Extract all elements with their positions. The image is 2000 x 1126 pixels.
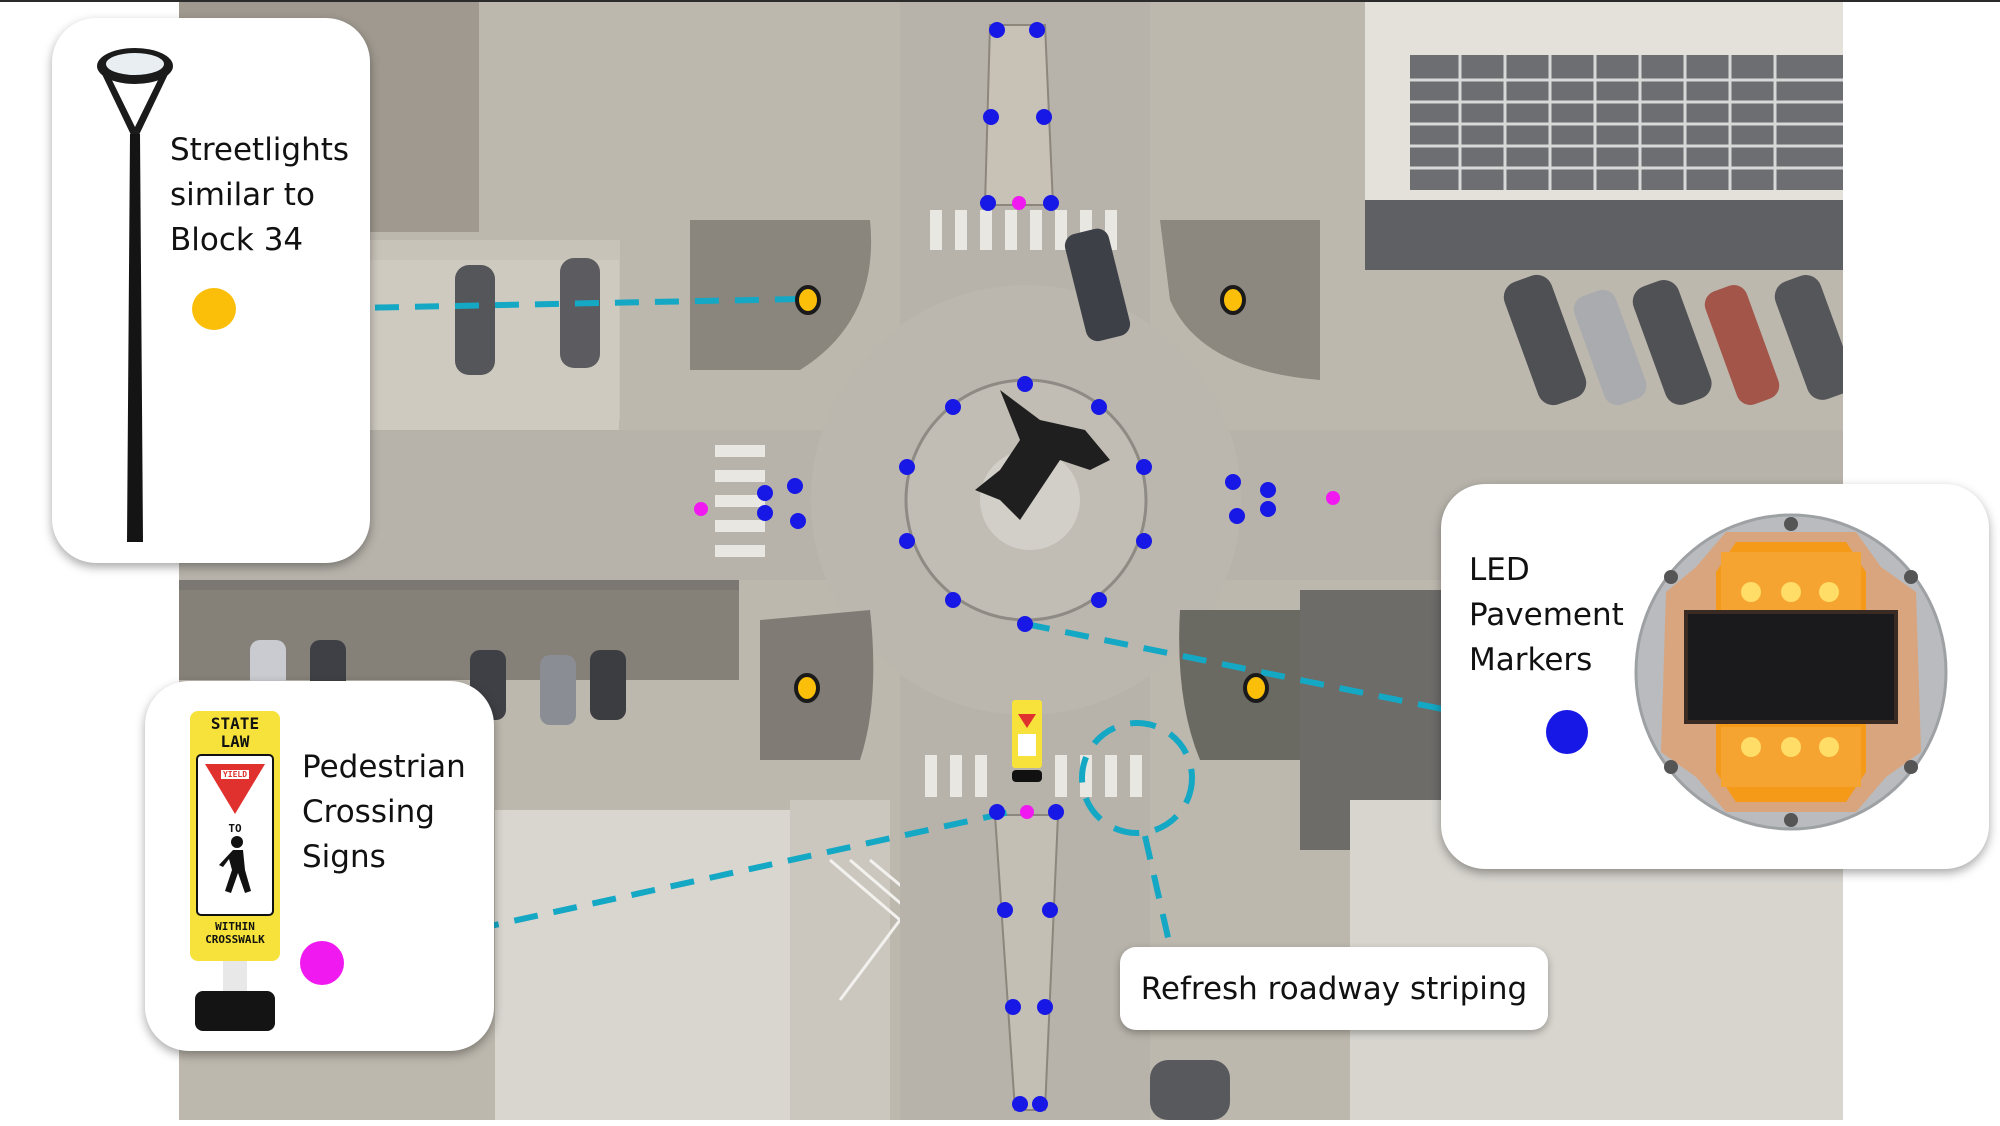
led-legend-dot: [1546, 710, 1588, 754]
led-markers-callout: LED Pavement Markers: [1441, 484, 1989, 869]
pedestrian-icon: [219, 836, 251, 893]
sign-bottom-text: WITHIN CROSSWALK: [205, 920, 265, 946]
striping-callout: Refresh roadway striping: [1120, 947, 1548, 1030]
crossing-signs-callout: STATE LAW YIELD TO WITHIN CROSSWALK Pede…: [145, 681, 494, 1051]
top-border: [0, 0, 2000, 2]
led-pavement-marker-icon: [1634, 513, 1948, 831]
sign-top-text: STATE LAW: [210, 714, 260, 751]
streetlight-markers: [794, 285, 1269, 703]
striping-connector: [1142, 835, 1175, 956]
streetlight-marker[interactable]: [1243, 673, 1269, 703]
crossing-sign-markers: [694, 196, 1340, 819]
streetlight-marker[interactable]: [794, 673, 820, 703]
streetlight-legend-dot: [192, 288, 236, 330]
crossing-sign-connector: [357, 809, 1011, 958]
sign-yield-text: YIELD: [221, 770, 249, 779]
streetlights-callout: Streetlights similar to Block 34: [52, 18, 370, 563]
sign-to-text: TO: [228, 822, 242, 835]
streetlight-marker[interactable]: [795, 285, 821, 315]
striping-highlight-circle: [1079, 720, 1195, 836]
led-markers: [757, 22, 1276, 1112]
streetlight-pole-icon: [97, 48, 173, 542]
streetlight-marker[interactable]: [1220, 285, 1246, 315]
led-markers-label: LED Pavement Markers: [1469, 552, 1624, 678]
yield-to-pedestrian-sign-icon: STATE LAW YIELD TO WITHIN CROSSWALK: [190, 711, 280, 1031]
crossing-signs-label: Pedestrian Crossing Signs: [302, 749, 466, 875]
crossing-legend-dot: [300, 941, 344, 985]
streetlights-label: Streetlights similar to Block 34: [170, 132, 350, 258]
map-crossing-sign-icon: [1012, 700, 1042, 782]
striping-label: Refresh roadway striping: [1140, 970, 1528, 1007]
